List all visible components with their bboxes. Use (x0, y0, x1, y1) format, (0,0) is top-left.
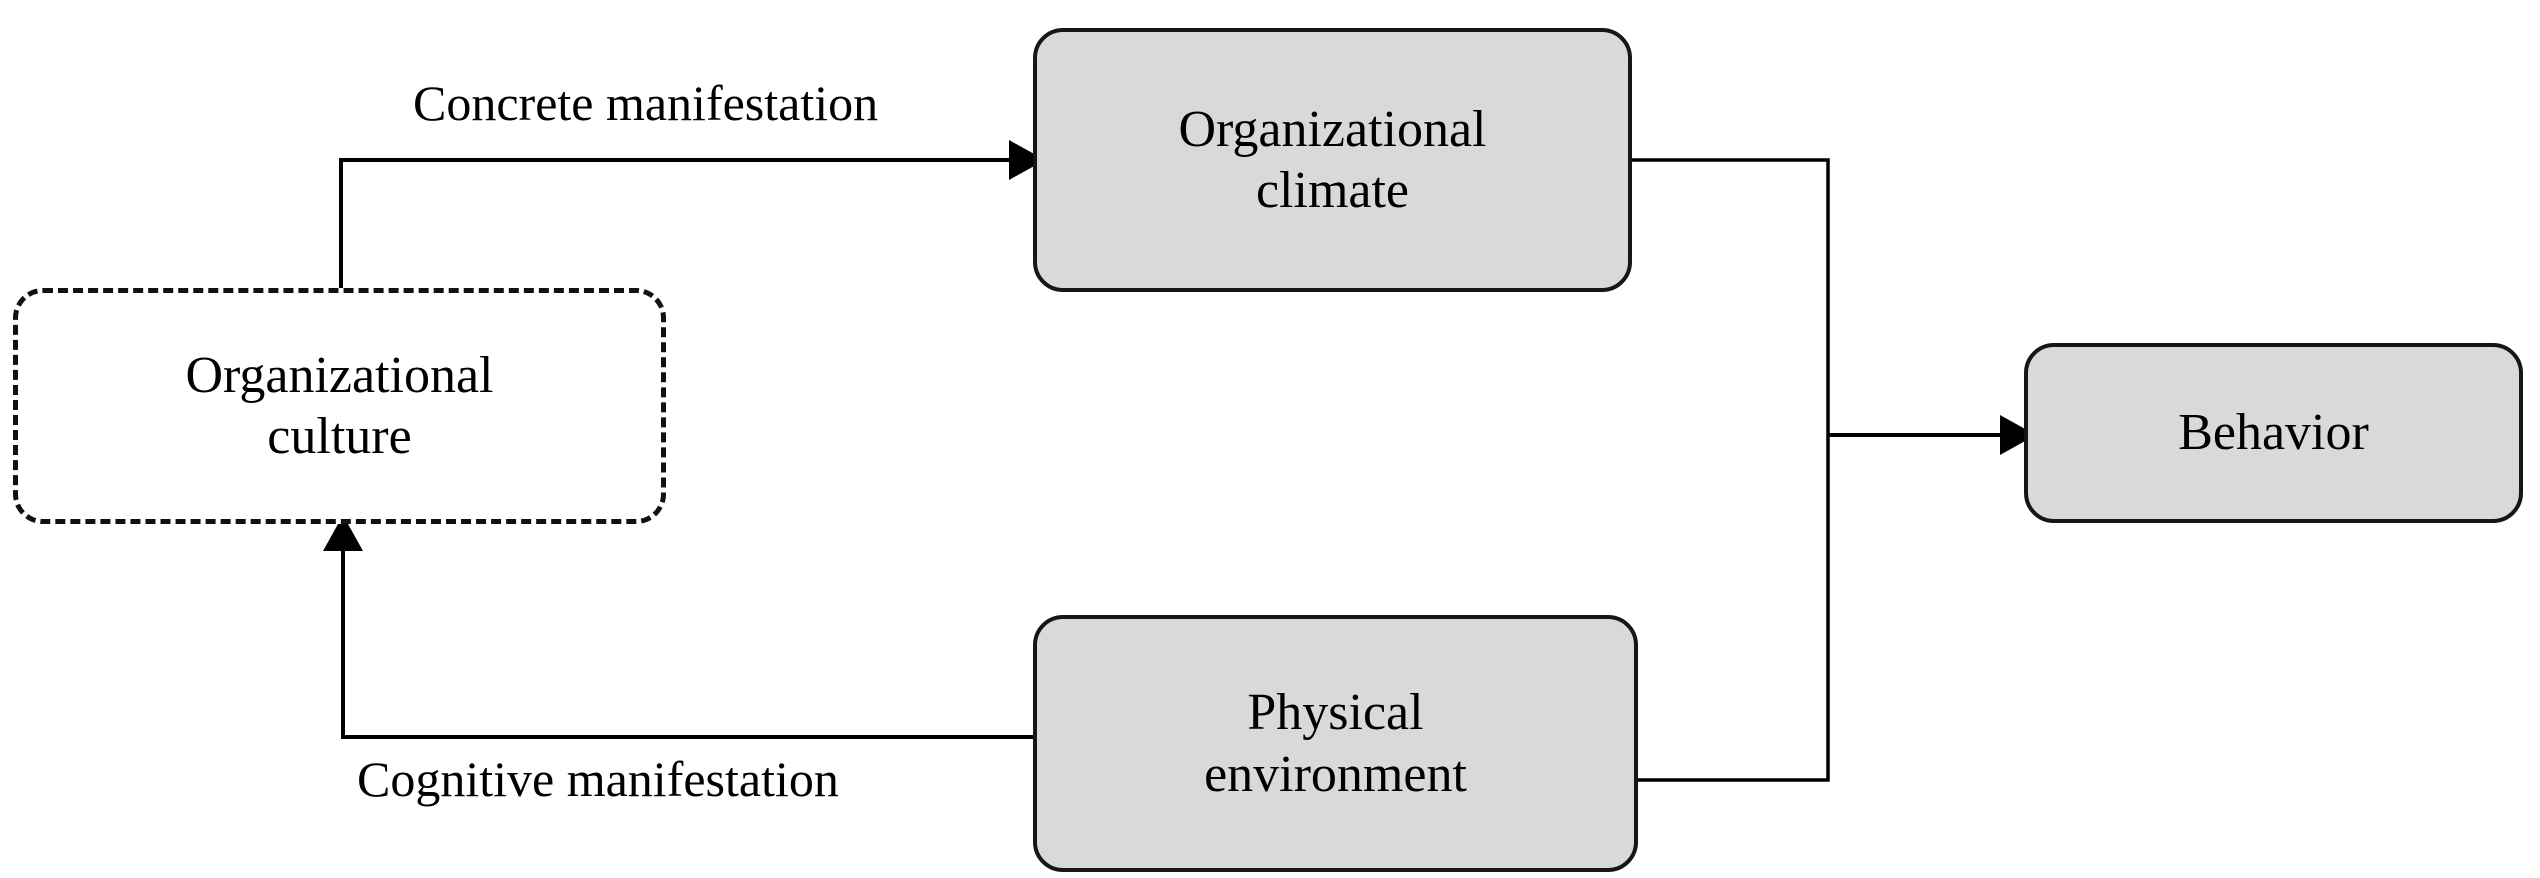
node-physical-environment-line2: environment (1204, 745, 1467, 803)
node-physical-environment[interactable]: Physical environment (1033, 615, 1638, 872)
node-behavior-label: Behavior (2178, 402, 2369, 463)
edge-label-cognitive-manifestation: Cognitive manifestation (357, 751, 839, 807)
node-organizational-climate-line1: Organizational (1178, 100, 1487, 158)
node-physical-environment-label: Physical environment (1204, 682, 1467, 805)
node-physical-environment-line1: Physical (1247, 684, 1424, 742)
node-organizational-culture-line2: culture (267, 408, 412, 465)
node-organizational-climate-line2: climate (1255, 162, 1409, 219)
node-organizational-culture[interactable]: Organizational culture (13, 288, 666, 524)
node-behavior-line1: Behavior (2178, 404, 2369, 462)
edge-environment-to-culture (323, 515, 1033, 739)
node-behavior[interactable]: Behavior (2024, 343, 2523, 523)
node-organizational-culture-label: Organizational culture (185, 345, 493, 468)
edge-culture-to-climate (339, 140, 1045, 289)
node-organizational-culture-line1: Organizational (185, 346, 494, 404)
edge-label-concrete-manifestation: Concrete manifestation (413, 75, 879, 131)
edge-to-behavior (1632, 158, 2036, 782)
node-organizational-climate[interactable]: Organizational climate (1033, 28, 1632, 292)
node-organizational-climate-label: Organizational climate (1178, 99, 1486, 222)
